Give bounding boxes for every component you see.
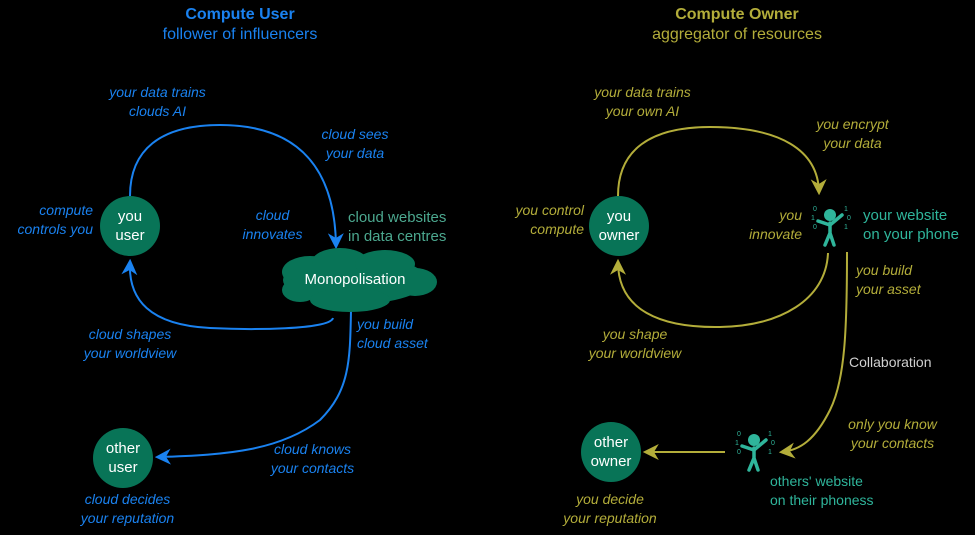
label-your-website: your website on your phone <box>863 207 959 243</box>
arrow-phone-to-owner <box>610 252 829 329</box>
svg-text:0: 0 <box>813 206 817 213</box>
label-you-encrypt: you encrypt your data <box>816 116 889 151</box>
you-user-node: you user <box>100 196 160 256</box>
arrow-data-to-phone <box>617 125 827 197</box>
node-label-line: other <box>593 434 629 451</box>
label-compute-controls: compute controls you <box>17 202 93 237</box>
you-owner-node: you owner <box>589 196 649 256</box>
other-owner-node: other owner <box>581 422 641 482</box>
svg-text:1: 1 <box>844 206 848 213</box>
left-title: Compute User <box>185 6 295 23</box>
arrow-cloud-to-user <box>121 258 334 330</box>
arrow-data-to-cloud <box>129 123 344 250</box>
svg-text:1: 1 <box>768 431 772 438</box>
arrow-phone-to-others <box>778 251 848 459</box>
label-you-shape: you shape your worldview <box>588 326 682 361</box>
svg-text:1: 1 <box>768 449 772 456</box>
label-cloud-shapes: cloud shapes your worldview <box>83 326 177 361</box>
label-others-website: others' website on their phoness <box>770 473 874 508</box>
person-icon-your-website: 0 1 0 1 0 1 <box>811 206 851 247</box>
node-label-line: user <box>108 459 138 476</box>
label-cloud-knows: cloud knows your contacts <box>270 441 355 476</box>
svg-text:1: 1 <box>844 224 848 231</box>
label-collaboration: Collaboration <box>849 354 932 370</box>
node-label-line: user <box>115 227 145 244</box>
svg-text:0: 0 <box>813 224 817 231</box>
label-cloud-decides: cloud decides your reputation <box>80 491 175 526</box>
node-label-line: other <box>105 440 141 457</box>
node-label-line: owner <box>590 453 632 470</box>
label-you-decide: you decide your reputation <box>563 491 657 526</box>
svg-text:0: 0 <box>847 215 851 222</box>
svg-text:1: 1 <box>735 440 739 447</box>
label-cloud-websites: cloud websites in data centres <box>348 209 447 245</box>
node-label-line: owner <box>598 227 640 244</box>
person-icon-others-website: 0 1 0 1 0 1 <box>735 431 775 472</box>
node-label-line: you <box>117 208 143 225</box>
right-title: Compute Owner <box>675 6 799 23</box>
label-you-build-asset: you build your asset <box>856 262 921 297</box>
label-you-control: you control compute <box>515 202 584 237</box>
label-data-trains-cloud: your data trains clouds AI <box>109 84 206 119</box>
label-cloud-innovates: cloud innovates <box>242 207 303 242</box>
other-user-node: other user <box>93 428 153 488</box>
label-data-trains-own: your data trains your own AI <box>594 84 691 119</box>
svg-text:0: 0 <box>737 431 741 438</box>
label-you-innovate: you innovate <box>749 207 802 242</box>
svg-text:0: 0 <box>771 440 775 447</box>
arrow-cloud-to-other-user <box>154 309 352 465</box>
monopolisation-cloud: Monopolisation <box>304 271 406 288</box>
svg-text:1: 1 <box>811 215 815 222</box>
label-you-build-cloud: you build cloud asset <box>357 316 428 351</box>
cloud-shape <box>282 248 437 312</box>
label-cloud-sees: cloud sees your data <box>321 126 389 161</box>
right-subtitle: aggregator of resources <box>652 26 822 43</box>
left-subtitle: follower of influencers <box>162 26 318 43</box>
svg-text:0: 0 <box>737 449 741 456</box>
label-only-you-know: only you know your contacts <box>848 416 937 451</box>
node-label-line: you <box>606 208 632 225</box>
